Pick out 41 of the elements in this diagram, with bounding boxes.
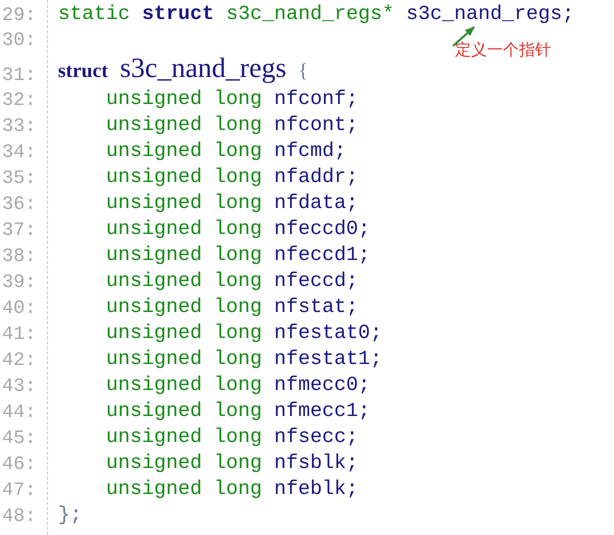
code-line: unsigned long nfsblk; (106, 453, 358, 475)
code-line: struct s3c_nand_regs { (58, 58, 308, 84)
line-number: 36: (2, 193, 38, 215)
line-number: 29: (2, 4, 38, 26)
line-number: 38: (2, 245, 38, 267)
code-line: unsigned long nfconf; (106, 89, 358, 111)
line-number: 31: (2, 64, 38, 86)
line-number: 46: (2, 453, 38, 475)
line-number: 39: (2, 271, 38, 293)
code-line: unsigned long nfstat; (106, 297, 358, 319)
code-line: unsigned long nfeccd; (106, 271, 358, 293)
code-line: unsigned long nfeccd0; (106, 219, 370, 241)
code-line: static struct s3c_nand_regs* s3c_nand_regs; (58, 4, 574, 26)
line-number: 34: (2, 141, 38, 163)
code-line: unsigned long nfcont; (106, 115, 358, 137)
code-line: unsigned long nfaddr; (106, 167, 358, 189)
line-number: 43: (2, 375, 38, 397)
code-line: unsigned long nfestat1; (106, 349, 382, 371)
code-line: unsigned long nfcmd; (106, 141, 346, 163)
line-number: 30: (2, 29, 38, 51)
line-number: 32: (2, 89, 38, 111)
code-line: unsigned long nfmecc1; (106, 401, 370, 423)
code-line: unsigned long nfestat0; (106, 323, 382, 345)
line-number: 41: (2, 323, 38, 345)
line-number: 35: (2, 167, 38, 189)
arrow (452, 26, 475, 47)
line-number: 33: (2, 115, 38, 137)
line-number: 37: (2, 219, 38, 241)
code-line: unsigned long nfeccd1; (106, 245, 370, 267)
code-line: unsigned long nfsecc; (106, 427, 358, 449)
code-line: unsigned long nfmecc0; (106, 375, 370, 397)
line-number: 47: (2, 479, 38, 501)
line-number: 44: (2, 401, 38, 423)
line-number: 40: (2, 297, 38, 319)
code-line: unsigned long nfdata; (106, 193, 358, 215)
annotation-text: 定义一个指针 (455, 40, 551, 61)
line-number: 45: (2, 427, 38, 449)
line-number: 42: (2, 349, 38, 371)
line-number: 48: (2, 505, 38, 527)
code-line: unsigned long nfeblk; (106, 479, 358, 501)
code-line: }; (58, 505, 82, 527)
